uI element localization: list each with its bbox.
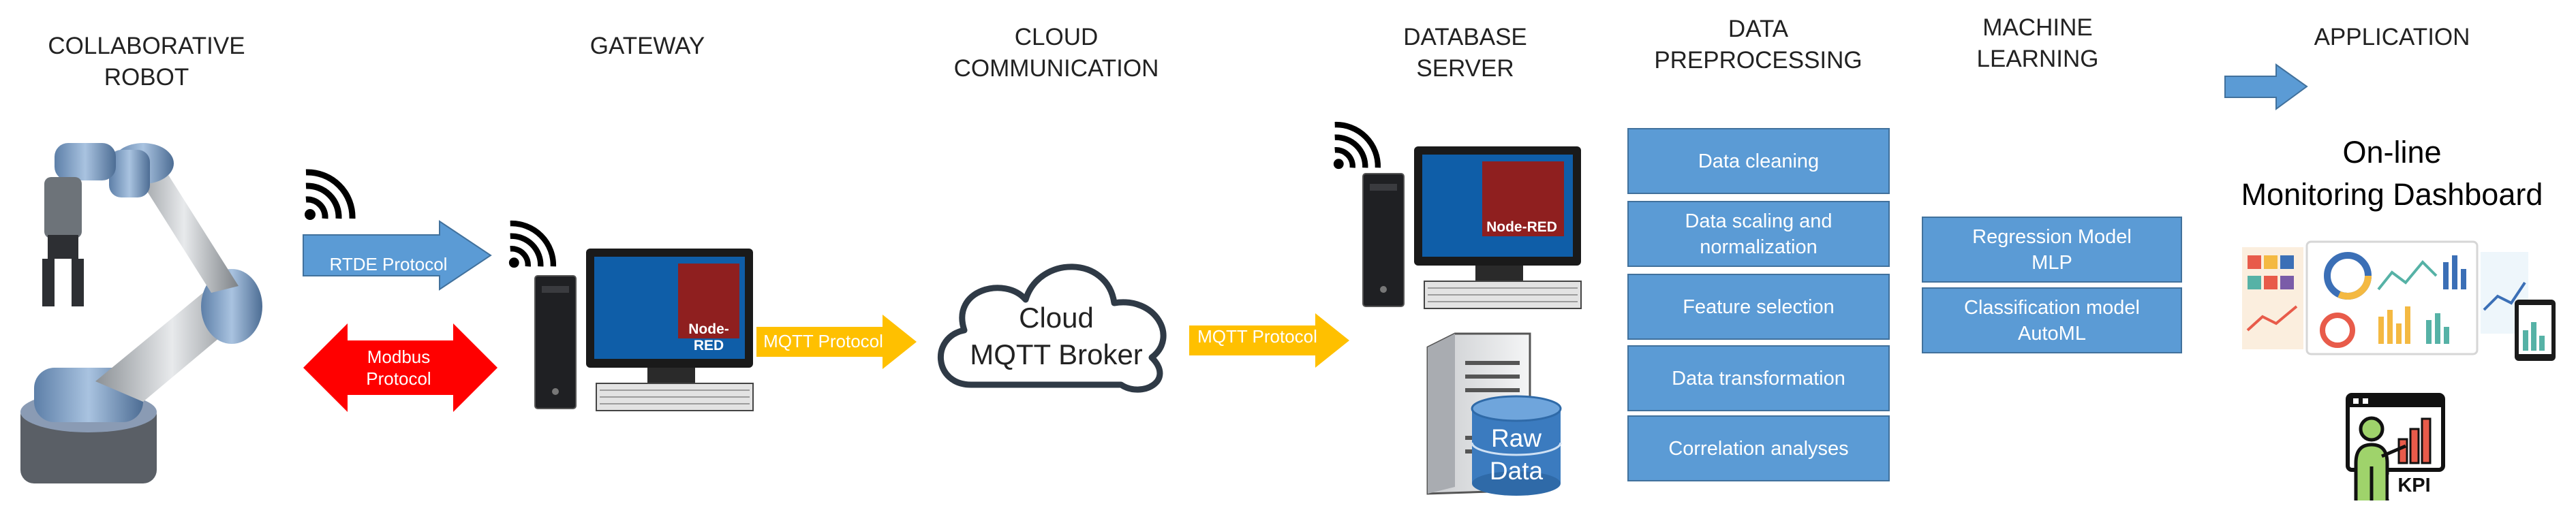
database-computer-icon: [1362, 146, 1582, 309]
header-machine-learning: MACHINE LEARNING: [1976, 14, 2099, 72]
cloud-icon: [938, 264, 1167, 393]
ml-model-regression: Regression Model MLP: [1922, 217, 2182, 283]
robot-arm-icon: [20, 143, 262, 483]
node-red-badge: Node-RED: [1486, 219, 1557, 235]
header-collaborative-robot: COLLABORATIVE ROBOT: [48, 33, 245, 91]
node-red-badge: Node-RED: [688, 321, 729, 353]
kpi-label: KPI: [2397, 475, 2431, 496]
header-cloud-communication: CLOUD COMMUNICATION: [953, 24, 1159, 82]
header-gateway: GATEWAY: [589, 33, 705, 59]
ml-model-classification: Classification model AutoML: [1922, 287, 2182, 353]
cloud-mqtt-broker-label: Cloud MQTT Broker: [970, 302, 1143, 370]
preprocessing-step-scaling-normalization: Data scaling and normalization: [1627, 201, 1890, 267]
online-monitoring-dashboard-title: On-line Monitoring Dashboard: [2241, 135, 2543, 212]
raw-data-database-icon: [1471, 395, 1562, 496]
rtde-protocol-label: RTDE Protocol: [329, 254, 448, 274]
rtde-protocol-arrow: [303, 220, 492, 291]
raw-data-label: Raw Data: [1489, 424, 1544, 485]
application-arrow-icon: [2224, 63, 2308, 110]
preprocessing-step-data-cleaning: Data cleaning: [1627, 128, 1890, 194]
gateway-computer-icon: [534, 249, 754, 411]
kpi-icon: [2346, 393, 2445, 500]
wifi-icon: [305, 169, 356, 220]
wifi-icon: [1333, 121, 1381, 170]
mqtt-protocol-label-cloud: MQTT Protocol: [1197, 326, 1317, 347]
preprocessing-step-correlation-analyses: Correlation analyses: [1627, 415, 1890, 481]
dashboard-preview-icon: [2242, 240, 2556, 361]
mqtt-protocol-arrow-gateway: [756, 315, 917, 369]
header-data-preprocessing: DATA PREPROCESSING: [1654, 16, 1862, 74]
mqtt-protocol-label-gateway: MQTT Protocol: [763, 331, 883, 351]
mqtt-protocol-arrow-cloud: [1189, 313, 1349, 368]
modbus-protocol-label: Modbus Protocol: [366, 347, 431, 389]
header-application: APPLICATION: [2314, 24, 2470, 50]
modbus-protocol-arrow: [303, 323, 497, 412]
preprocessing-step-data-transformation: Data transformation: [1627, 345, 1890, 411]
wifi-icon: [508, 220, 557, 268]
header-database-server: DATABASE SERVER: [1403, 24, 1527, 82]
preprocessing-step-feature-selection: Feature selection: [1627, 274, 1890, 340]
